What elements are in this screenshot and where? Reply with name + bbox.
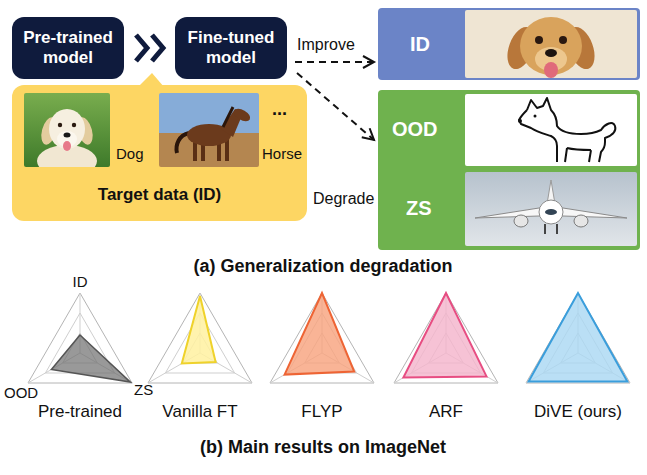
circle-shape	[72, 123, 76, 127]
polygon-shape	[51, 335, 130, 382]
axis-label: ID	[73, 273, 88, 290]
edge-label: Degrade	[313, 190, 374, 208]
dog-photo	[24, 93, 110, 167]
dashed-line	[295, 61, 374, 63]
use-shape	[394, 293, 498, 383]
model-box: Fine-tuned model	[175, 17, 287, 79]
dashed-arrow	[295, 56, 374, 68]
use-shape	[28, 293, 132, 383]
model-label: Pre-trained model	[18, 28, 118, 67]
polygon-shape	[285, 293, 355, 375]
axis-label: ZS	[134, 381, 153, 398]
rect-shape	[465, 94, 637, 166]
rect-shape	[225, 139, 229, 161]
edge-label: Improve	[297, 36, 355, 54]
radar-arf	[394, 293, 498, 383]
radar-dive	[526, 293, 630, 383]
rect-shape	[465, 10, 637, 78]
panel-title: Target data (ID)	[98, 185, 221, 205]
use-shape	[270, 293, 374, 383]
airplane-photo	[465, 172, 637, 246]
puppy-photo	[465, 10, 637, 78]
chevron	[136, 35, 147, 61]
sketch-dog	[465, 94, 637, 166]
ellipse-shape	[539, 200, 563, 224]
path-shape	[223, 107, 233, 127]
figure-caption: (b) Main results on ImageNet	[200, 437, 446, 458]
dashed-arrow	[297, 73, 374, 140]
circle-shape	[518, 119, 522, 123]
domain-label: ZS	[406, 197, 432, 220]
ellipse-shape	[574, 215, 588, 227]
polygon-shape	[403, 293, 486, 378]
axis-label: OOD	[4, 384, 38, 401]
model-label: Fine-tuned model	[181, 28, 281, 67]
arrow-head	[363, 56, 374, 68]
domain-label: ID	[410, 33, 430, 56]
figure-caption: (a) Generalization degradation	[193, 256, 452, 277]
circle-shape	[58, 123, 62, 127]
circle-shape	[534, 115, 537, 118]
ellipse-shape	[545, 49, 557, 57]
polygon-shape	[182, 296, 216, 364]
method-name: Vanilla FT	[162, 402, 237, 422]
radar-vanilla	[148, 293, 252, 383]
line-shape	[556, 224, 558, 234]
use-shape	[148, 293, 252, 383]
ellipse-shape	[63, 141, 71, 151]
rect-shape	[465, 172, 637, 246]
chevron	[152, 35, 163, 61]
ellipse-shape	[232, 106, 253, 124]
ellipsis: ...	[272, 99, 287, 120]
radar-pretrained	[28, 293, 132, 383]
circle-shape	[535, 36, 543, 44]
dashed-line	[297, 73, 374, 140]
ood-zs-panel: OOD ZS	[378, 90, 640, 250]
ellipse-shape	[545, 209, 557, 215]
horse-photo	[159, 93, 259, 167]
method-name: ARF	[429, 402, 463, 422]
target-data-callout: Dog Horse... Target data (ID)	[12, 85, 307, 221]
ellipse-shape	[64, 133, 71, 138]
ellipse-shape	[544, 62, 558, 78]
circle-shape	[559, 36, 567, 44]
model-box: Pre-trained model	[12, 17, 124, 79]
ellipse-shape	[514, 215, 528, 227]
line-shape	[544, 224, 546, 234]
chevron-connector	[136, 35, 163, 61]
method-name: FLYP	[301, 402, 342, 422]
polygon-shape	[529, 293, 628, 382]
method-name: Pre-trained	[38, 402, 122, 422]
domain-label: OOD	[392, 118, 438, 141]
radar-flyp	[270, 293, 374, 383]
arrow-head	[362, 128, 374, 140]
image-caption: Dog	[116, 145, 144, 162]
path-shape	[519, 98, 615, 162]
image-caption: Horse	[262, 145, 302, 162]
method-name: DiVE (ours)	[534, 402, 622, 422]
use-shape	[526, 293, 630, 383]
id-panel: ID	[378, 8, 640, 80]
